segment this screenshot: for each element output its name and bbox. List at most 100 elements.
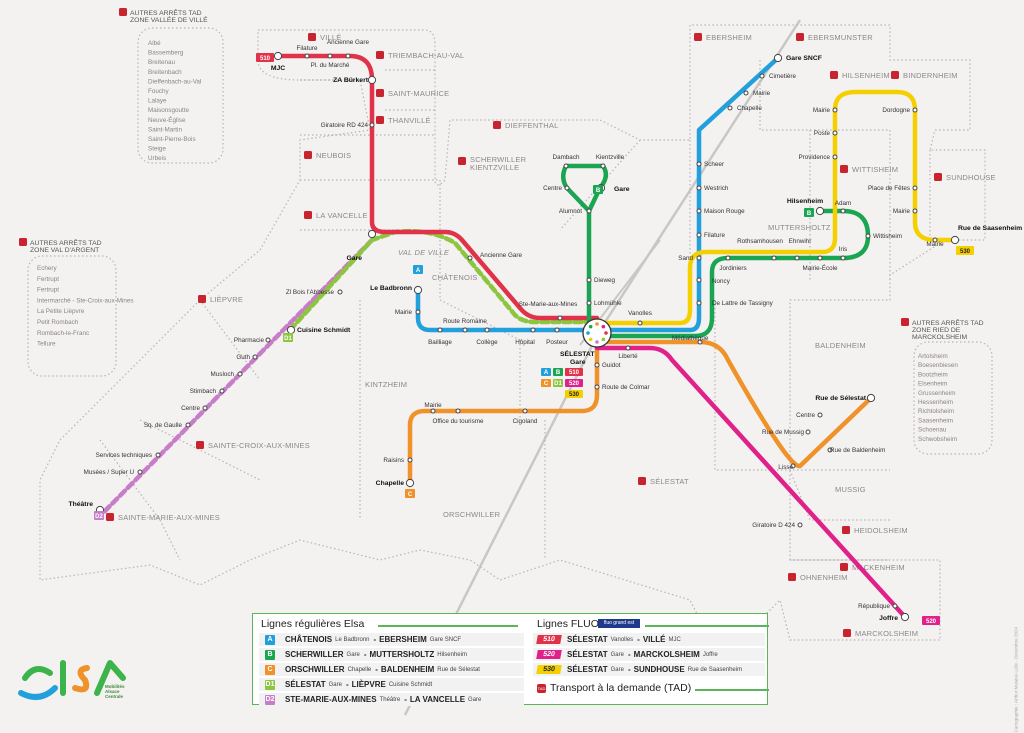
- stop-label[interactable]: Raisins: [383, 457, 404, 464]
- stop-dot[interactable]: [773, 53, 783, 63]
- stop-label[interactable]: Rothsamhousen: [737, 238, 783, 245]
- stop-label[interactable]: Stimbach: [190, 388, 217, 395]
- stop-dot[interactable]: [840, 255, 846, 261]
- stop-label[interactable]: Wittisheim: [873, 233, 902, 240]
- stop-dot[interactable]: [304, 53, 310, 59]
- stop-label[interactable]: Mairie: [395, 309, 413, 316]
- stop-label[interactable]: Hilsenheim: [787, 198, 823, 205]
- stop-dot[interactable]: [637, 320, 643, 326]
- stop-label[interactable]: Services techniques: [96, 452, 152, 459]
- stop-label[interactable]: Hôpital: [515, 339, 535, 346]
- stop-dot[interactable]: [484, 327, 490, 333]
- stop-dot[interactable]: [832, 154, 838, 160]
- stop-label[interactable]: Ste-Marie-aux-Mines: [519, 301, 577, 308]
- stop-label[interactable]: Rue de Mussig: [762, 429, 804, 436]
- stop-dot[interactable]: [900, 612, 910, 622]
- stop-dot[interactable]: [815, 206, 825, 216]
- stop-label[interactable]: MJC: [271, 65, 285, 72]
- stop-dot[interactable]: [696, 300, 702, 306]
- stop-label[interactable]: Dieweg: [594, 277, 615, 284]
- stop-dot[interactable]: [725, 255, 731, 261]
- stop-dot[interactable]: [554, 327, 560, 333]
- stop-dot[interactable]: [564, 185, 570, 191]
- stop-label[interactable]: Alumnot: [559, 208, 582, 215]
- stop-label[interactable]: Maison Rouge: [704, 208, 745, 215]
- stop-dot[interactable]: [155, 452, 161, 458]
- stop-label[interactable]: Cigoland: [513, 418, 538, 425]
- stop-dot[interactable]: [594, 384, 600, 390]
- stop-label[interactable]: Mairie: [813, 107, 831, 114]
- stop-dot[interactable]: [586, 208, 592, 214]
- stop-label[interactable]: Guidot: [602, 362, 621, 369]
- stop-label[interactable]: Sq. de Gaulle: [144, 422, 183, 429]
- stop-label[interactable]: Chapelle: [376, 480, 405, 487]
- stop-dot[interactable]: [265, 337, 271, 343]
- stop-dot[interactable]: [832, 130, 838, 136]
- stop-label[interactable]: Mairie: [893, 208, 911, 215]
- stop-label[interactable]: Dambach: [553, 154, 580, 161]
- selestat-gare-hub[interactable]: [582, 318, 612, 348]
- stop-label[interactable]: Giratoire RD 424: [321, 122, 369, 129]
- stop-label[interactable]: République: [858, 603, 890, 610]
- stop-label[interactable]: Médiathèque: [672, 335, 709, 342]
- stop-label[interactable]: Vanolles: [628, 310, 652, 317]
- stop-dot[interactable]: [759, 73, 765, 79]
- stop-label[interactable]: Centre: [181, 405, 200, 412]
- stop-label[interactable]: Mairie: [926, 241, 944, 248]
- stop-dot[interactable]: [625, 345, 631, 351]
- stop-label[interactable]: Rue de Sélestat: [815, 395, 866, 402]
- stop-label[interactable]: Musloch: [211, 371, 235, 378]
- stop-label[interactable]: Jordiniers: [719, 265, 746, 272]
- stop-dot[interactable]: [743, 90, 749, 96]
- stop-label[interactable]: Le Badbronn: [370, 285, 412, 292]
- stop-dot[interactable]: [865, 233, 871, 239]
- stop-dot[interactable]: [912, 107, 918, 113]
- stop-dot[interactable]: [522, 408, 528, 414]
- stop-label[interactable]: Cuisine Schmidt: [297, 327, 351, 334]
- stop-label[interactable]: Scheer: [704, 161, 724, 168]
- stop-dot[interactable]: [369, 122, 375, 128]
- stop-label[interactable]: Filature: [704, 232, 725, 239]
- stop-label[interactable]: Providence: [798, 154, 830, 161]
- stop-dot[interactable]: [697, 339, 703, 345]
- stop-dot[interactable]: [696, 208, 702, 214]
- stop-label[interactable]: Centre: [543, 185, 562, 192]
- stop-dot[interactable]: [840, 208, 846, 214]
- stop-dot[interactable]: [817, 412, 823, 418]
- stop-label[interactable]: Posteur: [546, 339, 568, 346]
- stop-dot[interactable]: [345, 53, 351, 59]
- stop-label[interactable]: Centre: [796, 412, 815, 419]
- stop-label[interactable]: Rue de Baldenheim: [830, 447, 885, 454]
- stop-label[interactable]: Mairie: [753, 90, 771, 97]
- stop-dot[interactable]: [912, 208, 918, 214]
- stop-dot[interactable]: [237, 371, 243, 377]
- stop-label[interactable]: Musées / Super U: [84, 469, 135, 476]
- stop-dot[interactable]: [367, 229, 377, 239]
- stop-label[interactable]: Joffre: [879, 615, 898, 622]
- stop-dot[interactable]: [327, 53, 333, 59]
- stop-dot[interactable]: [462, 327, 468, 333]
- stop-dot[interactable]: [557, 315, 563, 321]
- stop-label[interactable]: Giratoire D 424: [752, 522, 795, 529]
- stop-label[interactable]: Iris: [839, 246, 847, 253]
- stop-dot[interactable]: [563, 163, 569, 169]
- stop-label[interactable]: Office du tourisme: [433, 418, 484, 425]
- stop-dot[interactable]: [367, 75, 377, 85]
- stop-dot[interactable]: [286, 325, 296, 335]
- stop-label[interactable]: Chapelle: [737, 105, 762, 112]
- stop-label[interactable]: Route de Colmar: [602, 384, 650, 391]
- stop-label[interactable]: Rue de Saasenheim: [958, 225, 1022, 232]
- stop-dot[interactable]: [137, 469, 143, 475]
- stop-dot[interactable]: [252, 354, 258, 360]
- stop-label[interactable]: Westrich: [704, 185, 729, 192]
- stop-dot[interactable]: [455, 408, 461, 414]
- stop-label[interactable]: Zl Bois l'Abbesse: [286, 289, 335, 296]
- stop-dot[interactable]: [600, 163, 606, 169]
- stop-dot[interactable]: [219, 388, 225, 394]
- stop-label[interactable]: Pharmacie: [234, 337, 265, 344]
- stop-dot[interactable]: [790, 463, 796, 469]
- stop-dot[interactable]: [467, 255, 473, 261]
- stop-label[interactable]: Lohmühle: [594, 300, 622, 307]
- stop-label[interactable]: Adam: [835, 200, 851, 207]
- stop-dot[interactable]: [586, 277, 592, 283]
